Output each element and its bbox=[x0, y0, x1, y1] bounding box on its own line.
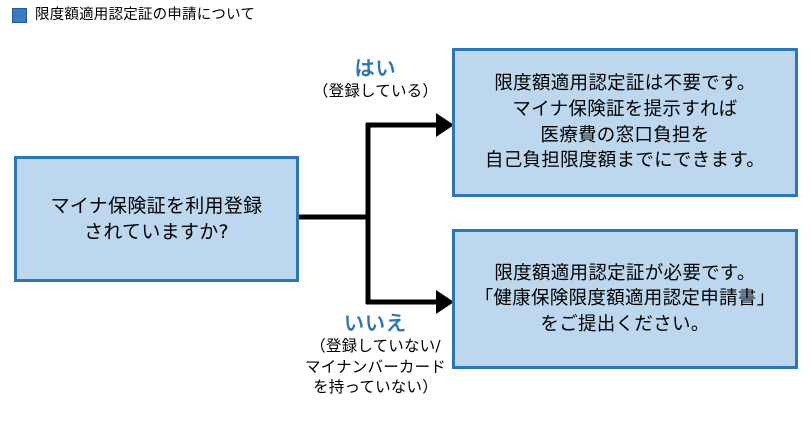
branch-label-no-main: いいえ bbox=[344, 311, 407, 335]
branch-label-no: いいえ （登録していない/ マイナンバーカード を持っていない） bbox=[283, 310, 468, 398]
result-box-no: 限度額適用認定証が必要です。 「健康保険限度額適用認定申請書」 をご提出ください… bbox=[452, 229, 798, 369]
decision-question-box: マイナ保険証を利用登録 されていますか? bbox=[14, 156, 299, 282]
result-box-no-text: 限度額適用認定証が必要です。 「健康保険限度額適用認定申請書」 をご提出ください… bbox=[474, 262, 776, 335]
result-box-yes-text: 限度額適用認定証は不要です。 マイナ保険証を提示すれば 医療費の窓口負担を 自己… bbox=[484, 73, 766, 172]
branch-label-yes: はい （登録している） bbox=[288, 55, 463, 102]
result-box-yes: 限度額適用認定証は不要です。 マイナ保険証を提示すれば 医療費の窓口負担を 自己… bbox=[452, 48, 798, 197]
page-title-row: 限度額適用認定証の申請について bbox=[12, 8, 255, 23]
branch-label-no-sub: （登録していない/ マイナンバーカード を持っていない） bbox=[305, 337, 446, 397]
page-title: 限度額適用認定証の申請について bbox=[35, 7, 256, 24]
decision-question-text: マイナ保険証を利用登録 されていますか? bbox=[50, 194, 263, 243]
branch-label-yes-sub: （登録している） bbox=[312, 82, 439, 101]
branch-label-yes-main: はい bbox=[354, 56, 397, 80]
blue-square-bullet-icon bbox=[12, 8, 27, 23]
